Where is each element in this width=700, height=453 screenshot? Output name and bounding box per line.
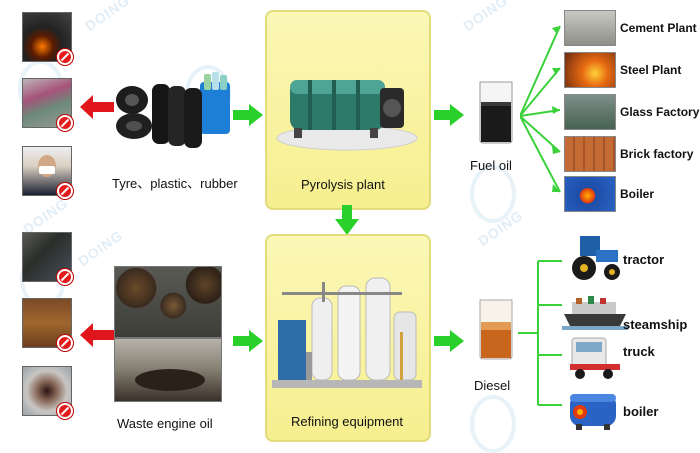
tyre-plastic-rubber-label: Tyre、plastic、rubber [112,176,238,191]
prohibited-icon [57,115,73,131]
truck-image [570,337,620,379]
tractor-label: tractor [623,252,665,267]
green-arrow-right [233,104,263,126]
boiler-image [564,176,616,212]
contaminated-pipe-image [22,366,72,416]
watermark-text: DOING [20,194,71,238]
boiler-diesel-label: boiler [623,404,659,419]
tyres-plastic-image [116,72,230,148]
steel-plant-label: Steel Plant [620,63,682,77]
cement-plant-image [564,10,616,46]
diesel-distribution-lines [518,260,562,406]
watermark-logo [470,165,516,223]
brick-factory-image [564,136,616,172]
glass-factory-image [564,94,616,130]
steamship-image [562,296,628,330]
prohibited-icon [57,269,73,285]
brick-factory-label: Brick factory [620,147,694,161]
boiler-label: Boiler [620,187,655,201]
green-arrow-down [335,205,359,235]
truck-label: truck [623,344,655,359]
waste-engine-oil-label: Waste engine oil [117,416,213,431]
prohibited-icon [57,49,73,65]
glass-factory-label: Glass Factory [620,105,700,119]
pyrolysis-plant-label: Pyrolysis plant [301,177,385,192]
refining-equipment-label: Refining equipment [291,414,404,429]
engine-oil-pouring-image [114,338,222,402]
fuel-oil-label: Fuel oil [470,158,512,173]
fuel-oil-beaker-image [479,81,513,144]
red-arrow-left-top [80,95,114,119]
prohibited-icon [57,335,73,351]
oil-barrels-image [114,266,222,338]
green-arrow-right [434,330,464,352]
refining-equipment-image [272,277,422,388]
watermark-logo [470,395,516,453]
cement-plant-label: Cement Plant [620,21,697,35]
watermark-text: DOING [75,226,126,270]
green-arrow-right [434,104,464,126]
watermark-text: DOING [460,0,511,35]
diesel-label: Diesel [474,378,511,393]
watermark-text: DOING [82,0,133,35]
steel-plant-image [564,52,616,88]
steamship-label: steamship [623,317,688,332]
fuel-oil-distribution-lines [520,25,561,193]
boiler-diesel-image [570,394,616,430]
green-arrow-right [233,330,263,352]
prohibited-icon [57,183,73,199]
red-arrow-left-bottom [80,323,114,347]
prohibited-icon [57,403,73,419]
diesel-beaker-image [479,299,513,360]
tractor-image [572,236,620,280]
pyrolysis-reactor-image [276,80,418,151]
